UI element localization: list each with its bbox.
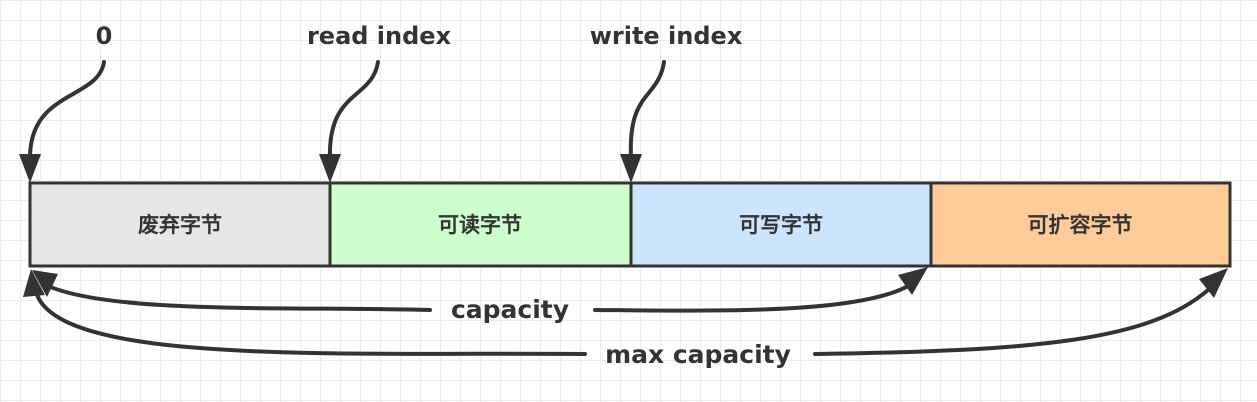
segment-expandable-bytes xyxy=(929,181,1232,268)
segment-writable-bytes xyxy=(629,181,933,268)
capacity-span-arrow xyxy=(32,267,928,313)
pointer-arrow-read-index xyxy=(319,60,380,183)
pointer-arrow-zero xyxy=(19,60,106,183)
segment-discarded-bytes xyxy=(28,181,332,268)
segment-label-expandable-bytes: 可扩容字节 xyxy=(1028,213,1133,237)
pointer-label-zero: 0 xyxy=(96,22,113,50)
pointer-label-write-index: write index xyxy=(590,22,743,50)
pointer-arrow-write-index xyxy=(620,60,666,183)
segment-label-writable-bytes: 可写字节 xyxy=(739,213,823,237)
buffer-bar: 废弃字节 可读字节 可写字节 可扩容字节 xyxy=(28,181,1232,268)
pointer-label-read-index: read index xyxy=(307,22,452,50)
max-capacity-label: max capacity xyxy=(605,340,791,369)
segment-label-discarded-bytes: 废弃字节 xyxy=(138,213,222,237)
capacity-label: capacity xyxy=(451,295,569,324)
segment-label-readable-bytes: 可读字节 xyxy=(438,213,522,237)
max-capacity-span-arrow xyxy=(23,268,1228,356)
segment-readable-bytes xyxy=(328,181,633,268)
